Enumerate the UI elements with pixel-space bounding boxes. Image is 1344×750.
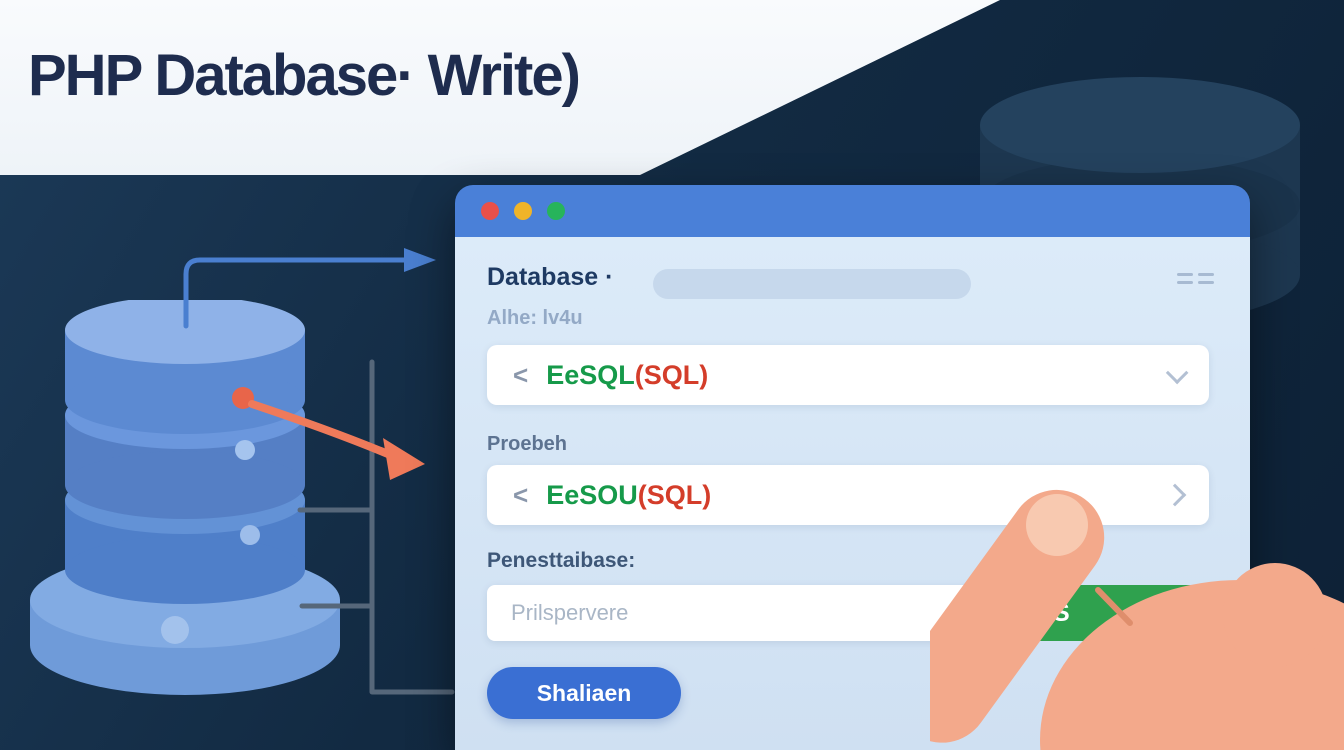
window-body: Database · Alhe: lv4u < EeSQL (SQL) Proe… (455, 237, 1250, 750)
sql-value-green: EeSQL (546, 359, 635, 390)
chevron-right-icon[interactable] (1163, 483, 1187, 507)
window-titlebar (455, 185, 1250, 237)
submit-button[interactable]: Shaliaen (487, 667, 681, 719)
sql-value-green: EeSOU (546, 479, 638, 510)
chevron-left-icon: < (513, 479, 529, 510)
sql-selector[interactable]: < EeSOU (SQL) (487, 465, 1209, 525)
database-name-field (487, 585, 993, 641)
window-subtitle: Alhe: lv4u (487, 307, 583, 329)
menu-icon[interactable] (1170, 273, 1214, 284)
chevron-left-icon: < (513, 359, 529, 390)
maximize-button[interactable] (547, 202, 565, 220)
page-title: PHP Database· Write) (28, 43, 581, 108)
chevron-down-icon[interactable] (1165, 361, 1189, 385)
field2-label: Proebeh (487, 433, 568, 455)
window-heading: Database · (487, 263, 614, 291)
save-button[interactable]: S (1013, 585, 1209, 641)
close-button[interactable] (481, 202, 499, 220)
header-pill (653, 269, 971, 299)
database-illustration (30, 300, 340, 695)
minimize-button[interactable] (514, 202, 532, 220)
database-name-input[interactable] (487, 600, 993, 626)
sql-dropdown[interactable]: < EeSQL (SQL) (487, 345, 1209, 405)
sql-value-red: (SQL) (637, 479, 712, 510)
dialog-window: Database · Alhe: lv4u < EeSQL (SQL) Proe… (455, 185, 1250, 750)
field3-label: Penesttaibase: (487, 549, 636, 572)
sql-value-red: (SQL) (634, 359, 709, 390)
